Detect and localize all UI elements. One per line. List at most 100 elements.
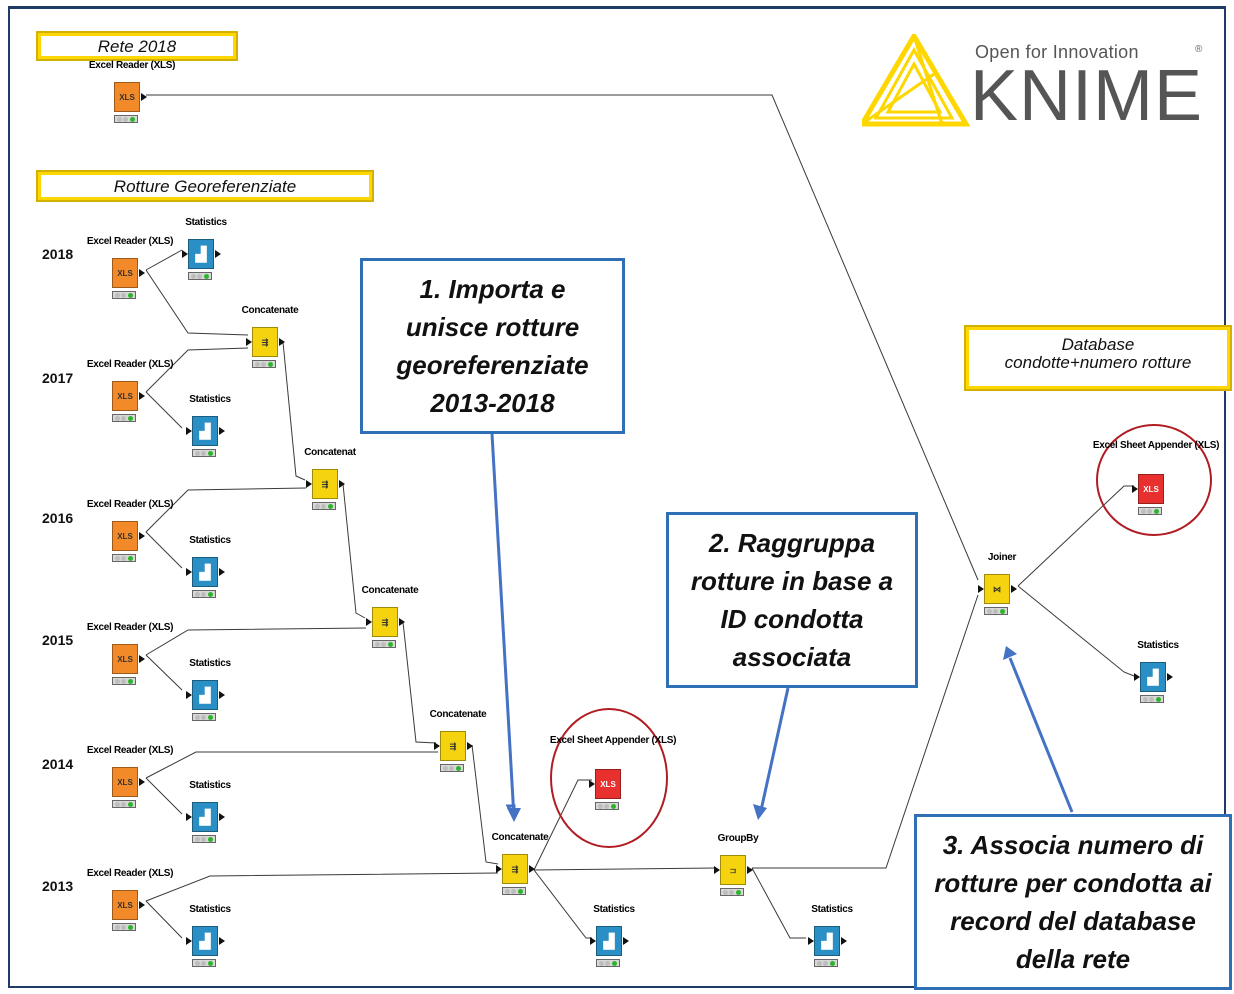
input-port[interactable] — [186, 691, 192, 699]
input-port[interactable] — [978, 585, 984, 593]
knime-logo-icon — [862, 34, 971, 127]
input-port[interactable] — [589, 780, 595, 788]
node-label: Excel Reader (XLS) — [86, 499, 174, 510]
joiner-icon: ⋈ — [984, 574, 1010, 604]
node-label: Statistics — [185, 217, 227, 228]
node-status-indicator — [192, 449, 216, 457]
output-port[interactable] — [219, 813, 225, 821]
logo-wordmark: KNIME — [970, 56, 1204, 136]
output-port[interactable] — [139, 269, 145, 277]
node-label: Excel Sheet Appender (XLS) — [549, 735, 677, 746]
output-port[interactable] — [279, 338, 285, 346]
excel-reader-icon: XLS — [112, 890, 138, 920]
input-port[interactable] — [1134, 673, 1140, 681]
node-status-indicator — [372, 640, 396, 648]
concatenate-icon: ⇶ — [440, 731, 466, 761]
input-port[interactable] — [1132, 485, 1138, 493]
output-port[interactable] — [1011, 585, 1017, 593]
annotation-rete-text: Rete 2018 — [97, 37, 177, 56]
input-port[interactable] — [496, 865, 502, 873]
input-port[interactable] — [306, 480, 312, 488]
node-label: Excel Sheet Appender (XLS) — [1092, 440, 1220, 451]
output-port[interactable] — [215, 250, 221, 258]
highlight-ellipse-appender-1 — [550, 708, 668, 848]
statistics-icon: ▟ — [192, 557, 218, 587]
input-port[interactable] — [186, 568, 192, 576]
output-port[interactable] — [139, 901, 145, 909]
callout-step-1: 1. Importa e unisce rotture georeferenzi… — [360, 258, 625, 434]
node-status-indicator — [112, 677, 136, 685]
output-port[interactable] — [219, 937, 225, 945]
output-port[interactable] — [1167, 673, 1173, 681]
output-port[interactable] — [467, 742, 473, 750]
node-label: Concatenate — [491, 832, 549, 843]
year-label-2018: 2018 — [42, 246, 74, 262]
output-port[interactable] — [139, 532, 145, 540]
statistics-icon: ▟ — [814, 926, 840, 956]
output-port[interactable] — [219, 427, 225, 435]
node-status-indicator — [502, 887, 526, 895]
logo-tagline: Open for Innovation — [975, 42, 1139, 62]
node-status-indicator — [596, 959, 620, 967]
statistics-icon: ▟ — [596, 926, 622, 956]
node-label: Statistics — [189, 658, 231, 669]
node-status-indicator — [595, 802, 619, 810]
annotation-database-line2: condotte+numero rotture — [1004, 353, 1192, 372]
input-port[interactable] — [186, 813, 192, 821]
node-label: Excel Reader (XLS) — [86, 236, 174, 247]
input-port[interactable] — [186, 427, 192, 435]
year-label-2017: 2017 — [42, 370, 74, 386]
arrow-head-2 — [753, 804, 767, 820]
output-port[interactable] — [139, 392, 145, 400]
node-label: Excel Reader (XLS) — [88, 60, 176, 71]
input-port[interactable] — [182, 250, 188, 258]
input-port[interactable] — [246, 338, 252, 346]
concatenate-icon: ⇶ — [502, 854, 528, 884]
output-port[interactable] — [339, 480, 345, 488]
output-port[interactable] — [139, 655, 145, 663]
node-status-indicator — [720, 888, 744, 896]
callout-step-2: 2. Raggruppa rotture in base a ID condot… — [666, 512, 918, 688]
node-status-indicator — [1138, 507, 1162, 515]
input-port[interactable] — [434, 742, 440, 750]
input-port[interactable] — [714, 866, 720, 874]
node-status-indicator — [112, 554, 136, 562]
output-port[interactable] — [139, 778, 145, 786]
node-label: Statistics — [1137, 640, 1179, 651]
annotation-database: Database condotte+numero rotture — [964, 325, 1232, 391]
excel-sheet-appender-icon: XLS — [1138, 474, 1164, 504]
excel-reader-icon: XLS — [112, 521, 138, 551]
arrow-head-1 — [507, 808, 521, 822]
callout-step-1-text: 1. Importa e unisce rotture georeferenzi… — [396, 274, 589, 418]
concatenate-icon: ⇶ — [252, 327, 278, 357]
input-port[interactable] — [186, 937, 192, 945]
node-status-indicator — [192, 713, 216, 721]
output-port[interactable] — [529, 865, 535, 873]
output-port[interactable] — [623, 937, 629, 945]
node-status-indicator — [252, 360, 276, 368]
excel-reader-icon: XLS — [114, 82, 140, 112]
year-label-2014: 2014 — [42, 756, 74, 772]
node-status-indicator — [814, 959, 838, 967]
input-port[interactable] — [808, 937, 814, 945]
output-port[interactable] — [399, 618, 405, 626]
groupby-icon: ⊐ — [720, 855, 746, 885]
node-label: Joiner — [987, 552, 1017, 563]
node-status-indicator — [1140, 695, 1164, 703]
output-port[interactable] — [747, 866, 753, 874]
input-port[interactable] — [590, 937, 596, 945]
output-port[interactable] — [219, 691, 225, 699]
annotation-database-line1: Database — [1061, 335, 1135, 354]
node-status-indicator — [188, 272, 212, 280]
statistics-icon: ▟ — [192, 680, 218, 710]
input-port[interactable] — [366, 618, 372, 626]
output-port[interactable] — [141, 93, 147, 101]
workflow-canvas-frame — [8, 6, 1226, 988]
output-port[interactable] — [841, 937, 847, 945]
node-status-indicator — [440, 764, 464, 772]
concatenate-icon: ⇶ — [312, 469, 338, 499]
annotation-rete-2018: Rete 2018 — [36, 31, 238, 61]
output-port[interactable] — [219, 568, 225, 576]
